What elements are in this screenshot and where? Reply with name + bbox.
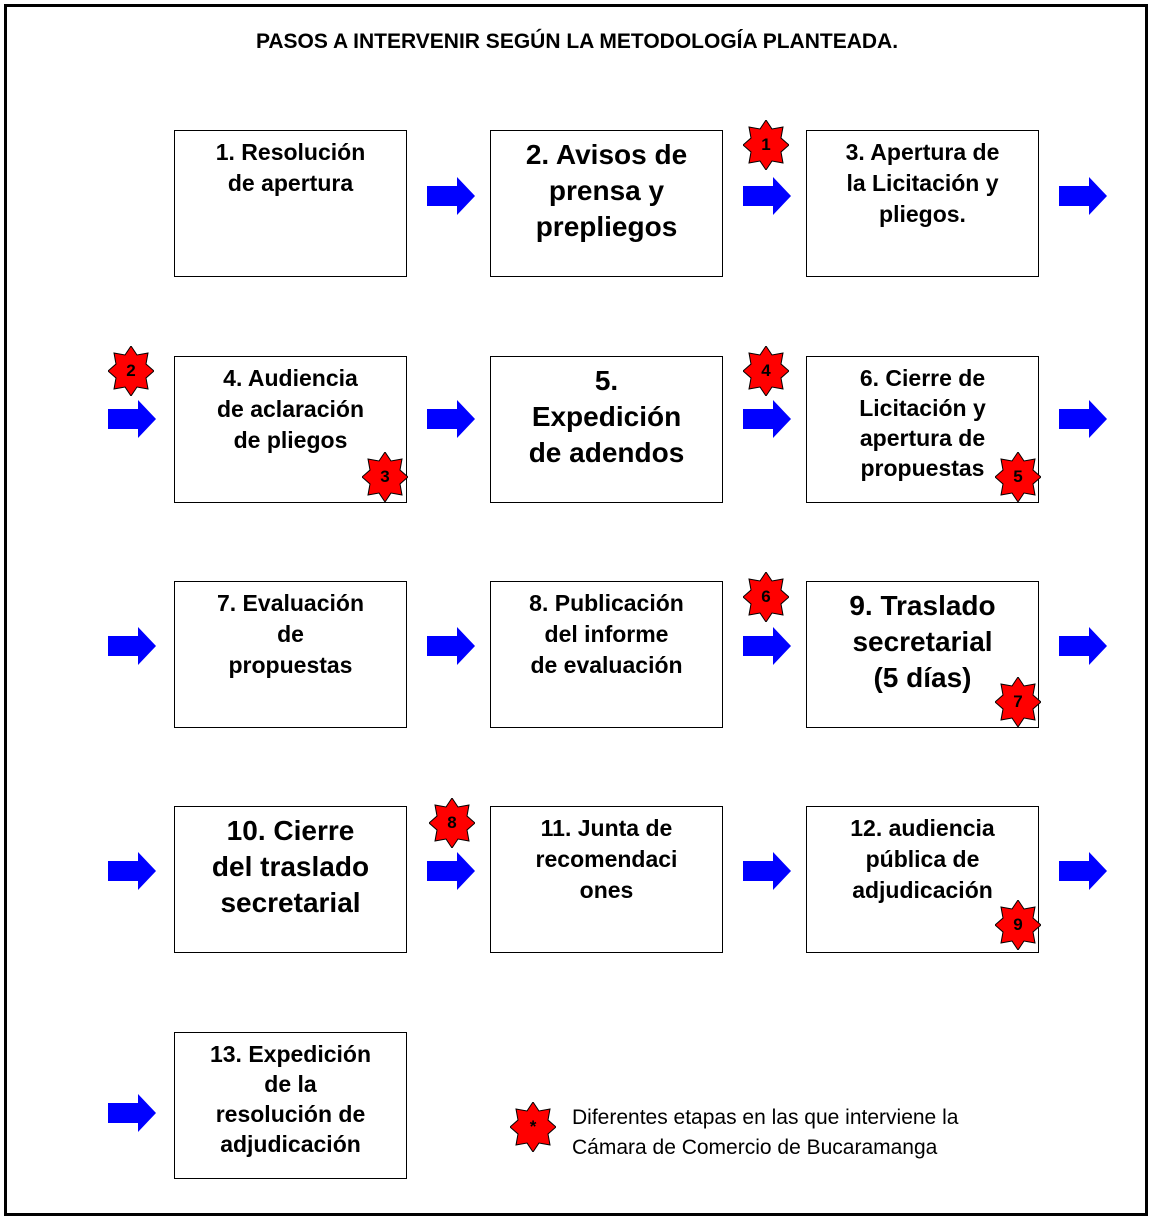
star-marker-2: 2	[107, 345, 155, 397]
arrow-right-icon	[108, 1094, 156, 1132]
star-marker-label: 6	[761, 587, 771, 606]
arrow-right-icon	[743, 852, 791, 890]
step-box-10: 10. Cierre del traslado secretarial	[174, 806, 407, 953]
step-box-11: 11. Junta de recomendaci ones	[490, 806, 723, 953]
star-marker-label: 2	[126, 361, 136, 380]
diagram-frame	[4, 4, 1148, 1216]
arrow-right-icon	[427, 852, 475, 890]
diagram-title: PASOS A INTERVENIR SEGÚN LA METODOLOGÍA …	[255, 30, 899, 53]
arrow-right-icon	[108, 627, 156, 665]
arrow-right-icon	[743, 627, 791, 665]
legend-line-1: Diferentes etapas en las que interviene …	[572, 1106, 959, 1129]
star-marker-label: 9	[1013, 915, 1023, 934]
legend-symbol: *	[529, 1117, 537, 1136]
step-box-5: 5. Expedición de adendos	[490, 356, 723, 503]
legend-line-2: Cámara de Comercio de Bucaramanga	[572, 1136, 938, 1159]
arrow-right-icon	[427, 177, 475, 215]
star-marker-4: 4	[742, 345, 790, 397]
arrow-right-icon	[1059, 627, 1107, 665]
legend-text: Diferentes etapas en las que interviene …	[572, 1103, 958, 1163]
star-marker-label: 5	[1013, 467, 1023, 486]
star-marker-label: 7	[1013, 692, 1023, 711]
step-box-8: 8. Publicación del informe de evaluación	[490, 581, 723, 728]
arrow-right-icon	[1059, 177, 1107, 215]
star-marker-label: 3	[380, 467, 390, 486]
star-marker-label: 1	[761, 135, 771, 154]
star-marker-5: 5	[994, 451, 1042, 503]
arrow-right-icon	[108, 852, 156, 890]
step-box-2: 2. Avisos de prensa y prepliegos	[490, 130, 723, 277]
star-marker-9: 9	[994, 899, 1042, 951]
step-box-3: 3. Apertura de la Licitación y pliegos.	[806, 130, 1039, 277]
star-marker-8: 8	[428, 797, 476, 849]
arrow-right-icon	[427, 627, 475, 665]
star-marker-1: 1	[742, 119, 790, 171]
star-marker-7: 7	[994, 676, 1042, 728]
step-box-7: 7. Evaluación de propuestas	[174, 581, 407, 728]
arrow-right-icon	[108, 400, 156, 438]
step-box-13: 13. Expedición de la resolución de adjud…	[174, 1032, 407, 1179]
arrow-right-icon	[743, 177, 791, 215]
star-marker-3: 3	[361, 451, 409, 503]
star-marker-label: 4	[761, 361, 771, 380]
step-box-1: 1. Resolución de apertura	[174, 130, 407, 277]
star-marker-label: 8	[447, 813, 457, 832]
arrow-right-icon	[427, 400, 475, 438]
legend-star: *	[509, 1101, 557, 1153]
arrow-right-icon	[1059, 852, 1107, 890]
star-marker-6: 6	[742, 571, 790, 623]
arrow-right-icon	[1059, 400, 1107, 438]
arrow-right-icon	[743, 400, 791, 438]
